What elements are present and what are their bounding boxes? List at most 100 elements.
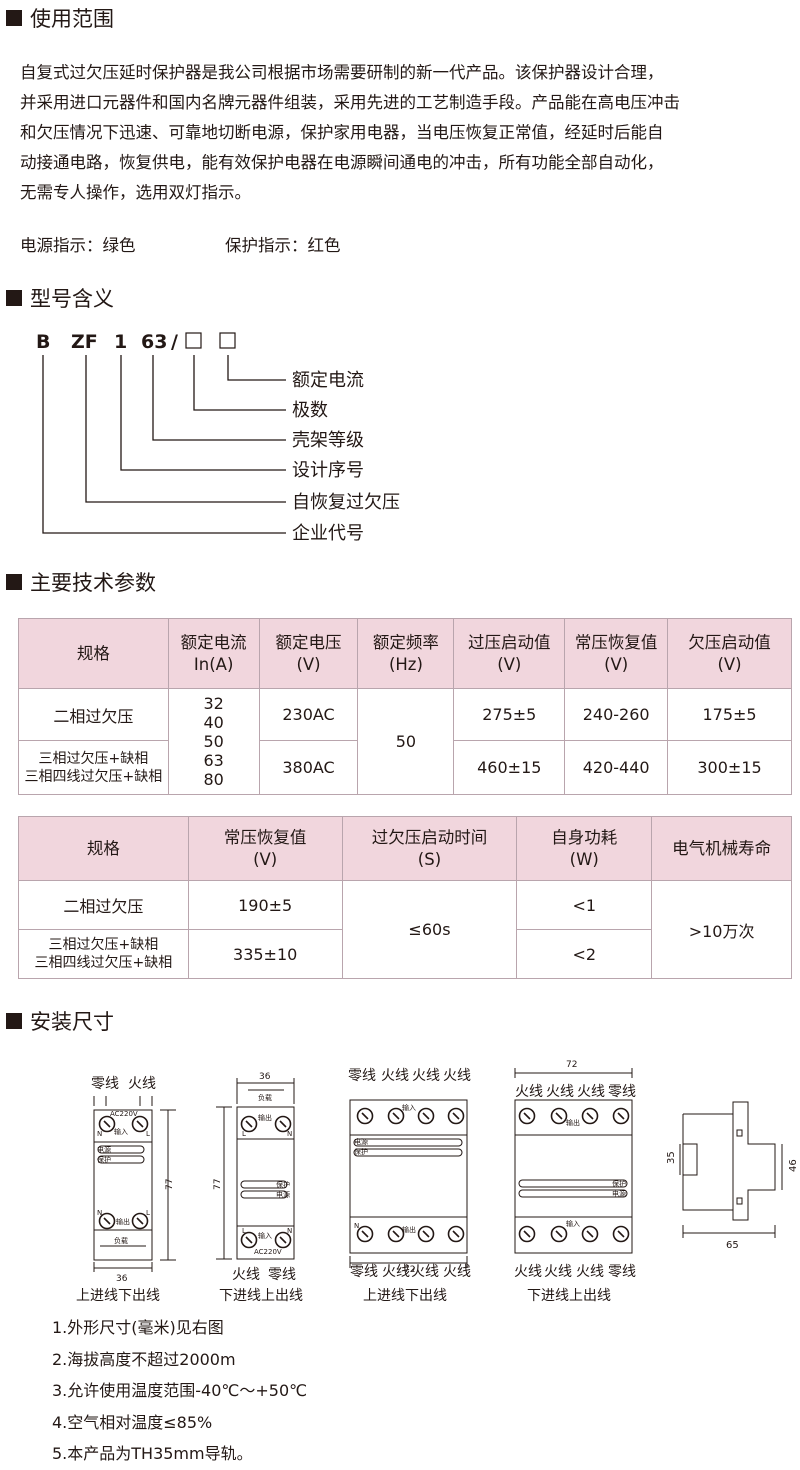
svg-text:77: 77 bbox=[213, 1179, 223, 1190]
note-item: 3.允许使用温度范围-40℃～+50℃ bbox=[52, 1381, 308, 1400]
terminal-icon bbox=[612, 1225, 630, 1243]
model-label: 壳架等级 bbox=[292, 430, 364, 451]
svg-text:N: N bbox=[97, 1209, 102, 1217]
svg-text:保护: 保护 bbox=[276, 1180, 290, 1189]
table-row: 二相过欠压 190±5 ≤60s <1 >10万次 bbox=[18, 880, 792, 979]
svg-text:电源: 电源 bbox=[97, 1145, 111, 1154]
header-cell: 常压恢复值(V) bbox=[187, 816, 343, 881]
table-row: 三相过欠压+缺相三相四线过欠压+缺相 380AC 460±15 420-440 … bbox=[18, 740, 792, 795]
indicator-description: 电源指示：绿色 保护指示：红色 bbox=[20, 232, 341, 256]
section-title-text: 型号含义 bbox=[30, 287, 114, 311]
section-title-text: 使用范围 bbox=[30, 7, 114, 31]
note-item: 5.本产品为TH35mm导轨。 bbox=[52, 1444, 253, 1463]
model-box-poles bbox=[185, 332, 202, 349]
header-cell: 过压启动值(V) bbox=[453, 618, 566, 689]
section-title-model: 型号含义 bbox=[6, 283, 114, 313]
under-voltage-cell: 175±5 bbox=[667, 688, 792, 741]
svg-text:火线: 火线 bbox=[381, 1068, 409, 1084]
usage-line: 并采用进口元器件和国内名牌元器件组装，采用先进的工艺制造手段。产品能在高电压冲击 bbox=[20, 93, 680, 112]
section-title-text: 安装尺寸 bbox=[30, 1010, 114, 1034]
voltage-cell: 380AC bbox=[258, 740, 359, 795]
diagram-caption: 上进线下出线 bbox=[76, 1288, 160, 1304]
recover-cell: 190±5 bbox=[187, 880, 343, 930]
time-cell: ≤60s bbox=[341, 880, 518, 979]
model-label: 极数 bbox=[292, 400, 328, 421]
header-cell: 规格 bbox=[18, 618, 169, 689]
svg-text:65: 65 bbox=[726, 1240, 739, 1251]
model-label: 设计序号 bbox=[292, 460, 364, 481]
terminal-icon bbox=[550, 1107, 568, 1125]
section-title-text: 主要技术参数 bbox=[30, 571, 156, 595]
terminal-icon bbox=[447, 1225, 465, 1243]
header-cell: 电气机械寿命 bbox=[651, 816, 792, 881]
recover-cell: 240-260 bbox=[564, 688, 669, 741]
diagram-caption: 下进线上出线 bbox=[219, 1288, 303, 1304]
svg-text:72: 72 bbox=[566, 1060, 577, 1070]
square-bullet-icon bbox=[6, 574, 22, 590]
svg-text:46: 46 bbox=[788, 1159, 799, 1172]
svg-text:36: 36 bbox=[259, 1072, 271, 1082]
svg-text:L: L bbox=[146, 1209, 150, 1217]
svg-text:电源: 电源 bbox=[276, 1190, 290, 1199]
svg-text:火线: 火线 bbox=[443, 1068, 471, 1084]
model-code-63: 63 bbox=[141, 331, 167, 353]
header-cell: 额定频率(Hz) bbox=[357, 618, 455, 689]
terminal-icon bbox=[612, 1107, 630, 1125]
svg-text:AC220V: AC220V bbox=[254, 1248, 282, 1256]
header-cell: 额定电压(V) bbox=[258, 618, 359, 689]
model-diagram: B ZF 1 63 / 额定电流 极数 壳架等级 设计序号 自恢复过欠压 企业代… bbox=[36, 331, 400, 544]
svg-text:火线: 火线 bbox=[514, 1264, 542, 1280]
table-row: 三相过欠压+缺相三相四线过欠压+缺相 335±10 <2 bbox=[18, 929, 792, 979]
svg-text:输出: 输出 bbox=[566, 1118, 580, 1127]
terminal-icon bbox=[518, 1107, 536, 1125]
svg-text:火线: 火线 bbox=[382, 1264, 410, 1280]
svg-text:L: L bbox=[242, 1227, 246, 1235]
svg-text:火线: 火线 bbox=[515, 1084, 543, 1100]
model-label: 自恢复过欠压 bbox=[292, 492, 400, 513]
terminal-icon bbox=[447, 1107, 465, 1125]
svg-text:电源: 电源 bbox=[612, 1189, 626, 1198]
header-cell: 自身功耗(W) bbox=[516, 816, 653, 881]
svg-text:火线: 火线 bbox=[232, 1267, 260, 1283]
svg-text:AC220V: AC220V bbox=[110, 1110, 138, 1118]
section-title-tech: 主要技术参数 bbox=[6, 567, 156, 597]
frequency-cell: 50 bbox=[357, 688, 455, 795]
svg-text:输入: 输入 bbox=[402, 1103, 416, 1112]
svg-text:L: L bbox=[242, 1130, 246, 1138]
header-cell: 规格 bbox=[18, 816, 189, 881]
model-code-b: B bbox=[36, 331, 50, 353]
under-voltage-cell: 300±15 bbox=[667, 740, 792, 795]
svg-text:零线: 零线 bbox=[91, 1076, 119, 1092]
svg-text:N: N bbox=[287, 1130, 292, 1138]
section-title-install: 安装尺寸 bbox=[6, 1006, 114, 1036]
model-code-slash: / bbox=[171, 331, 178, 353]
usage-line: 动接通电路，恢复供电，能有效保护电器在电源瞬间通电的冲击，所有功能全部自动化， bbox=[20, 153, 664, 172]
terminal-icon bbox=[518, 1225, 536, 1243]
terminal-icon bbox=[356, 1107, 374, 1125]
model-box-current bbox=[219, 332, 236, 349]
terminal-icon bbox=[581, 1107, 599, 1125]
protect-indicator-text: 保护指示：红色 bbox=[225, 236, 341, 255]
device-4-body bbox=[514, 1099, 633, 1254]
power-cell: <2 bbox=[516, 929, 653, 979]
svg-text:77: 77 bbox=[165, 1179, 175, 1190]
recover-cell: 335±10 bbox=[187, 929, 343, 979]
power-cell: <1 bbox=[516, 880, 653, 930]
recover-cell: 420-440 bbox=[564, 740, 669, 795]
svg-text:零线: 零线 bbox=[608, 1264, 636, 1280]
svg-text:输出: 输出 bbox=[116, 1217, 130, 1226]
square-bullet-icon bbox=[6, 1013, 22, 1029]
model-code-1: 1 bbox=[114, 331, 127, 353]
power-indicator-text: 电源指示：绿色 bbox=[20, 236, 136, 255]
model-label: 额定电流 bbox=[292, 370, 364, 391]
spec-cell: 三相过欠压+缺相三相四线过欠压+缺相 bbox=[18, 929, 189, 979]
model-code-zf: ZF bbox=[71, 331, 98, 353]
usage-line: 和欠压情况下迅速、可靠地切断电源，保护家用电器，当电压恢复正常值，经延时后能自 bbox=[20, 123, 664, 142]
svg-text:零线: 零线 bbox=[608, 1084, 636, 1100]
over-voltage-cell: 275±5 bbox=[453, 688, 566, 741]
terminal-icon bbox=[550, 1225, 568, 1243]
